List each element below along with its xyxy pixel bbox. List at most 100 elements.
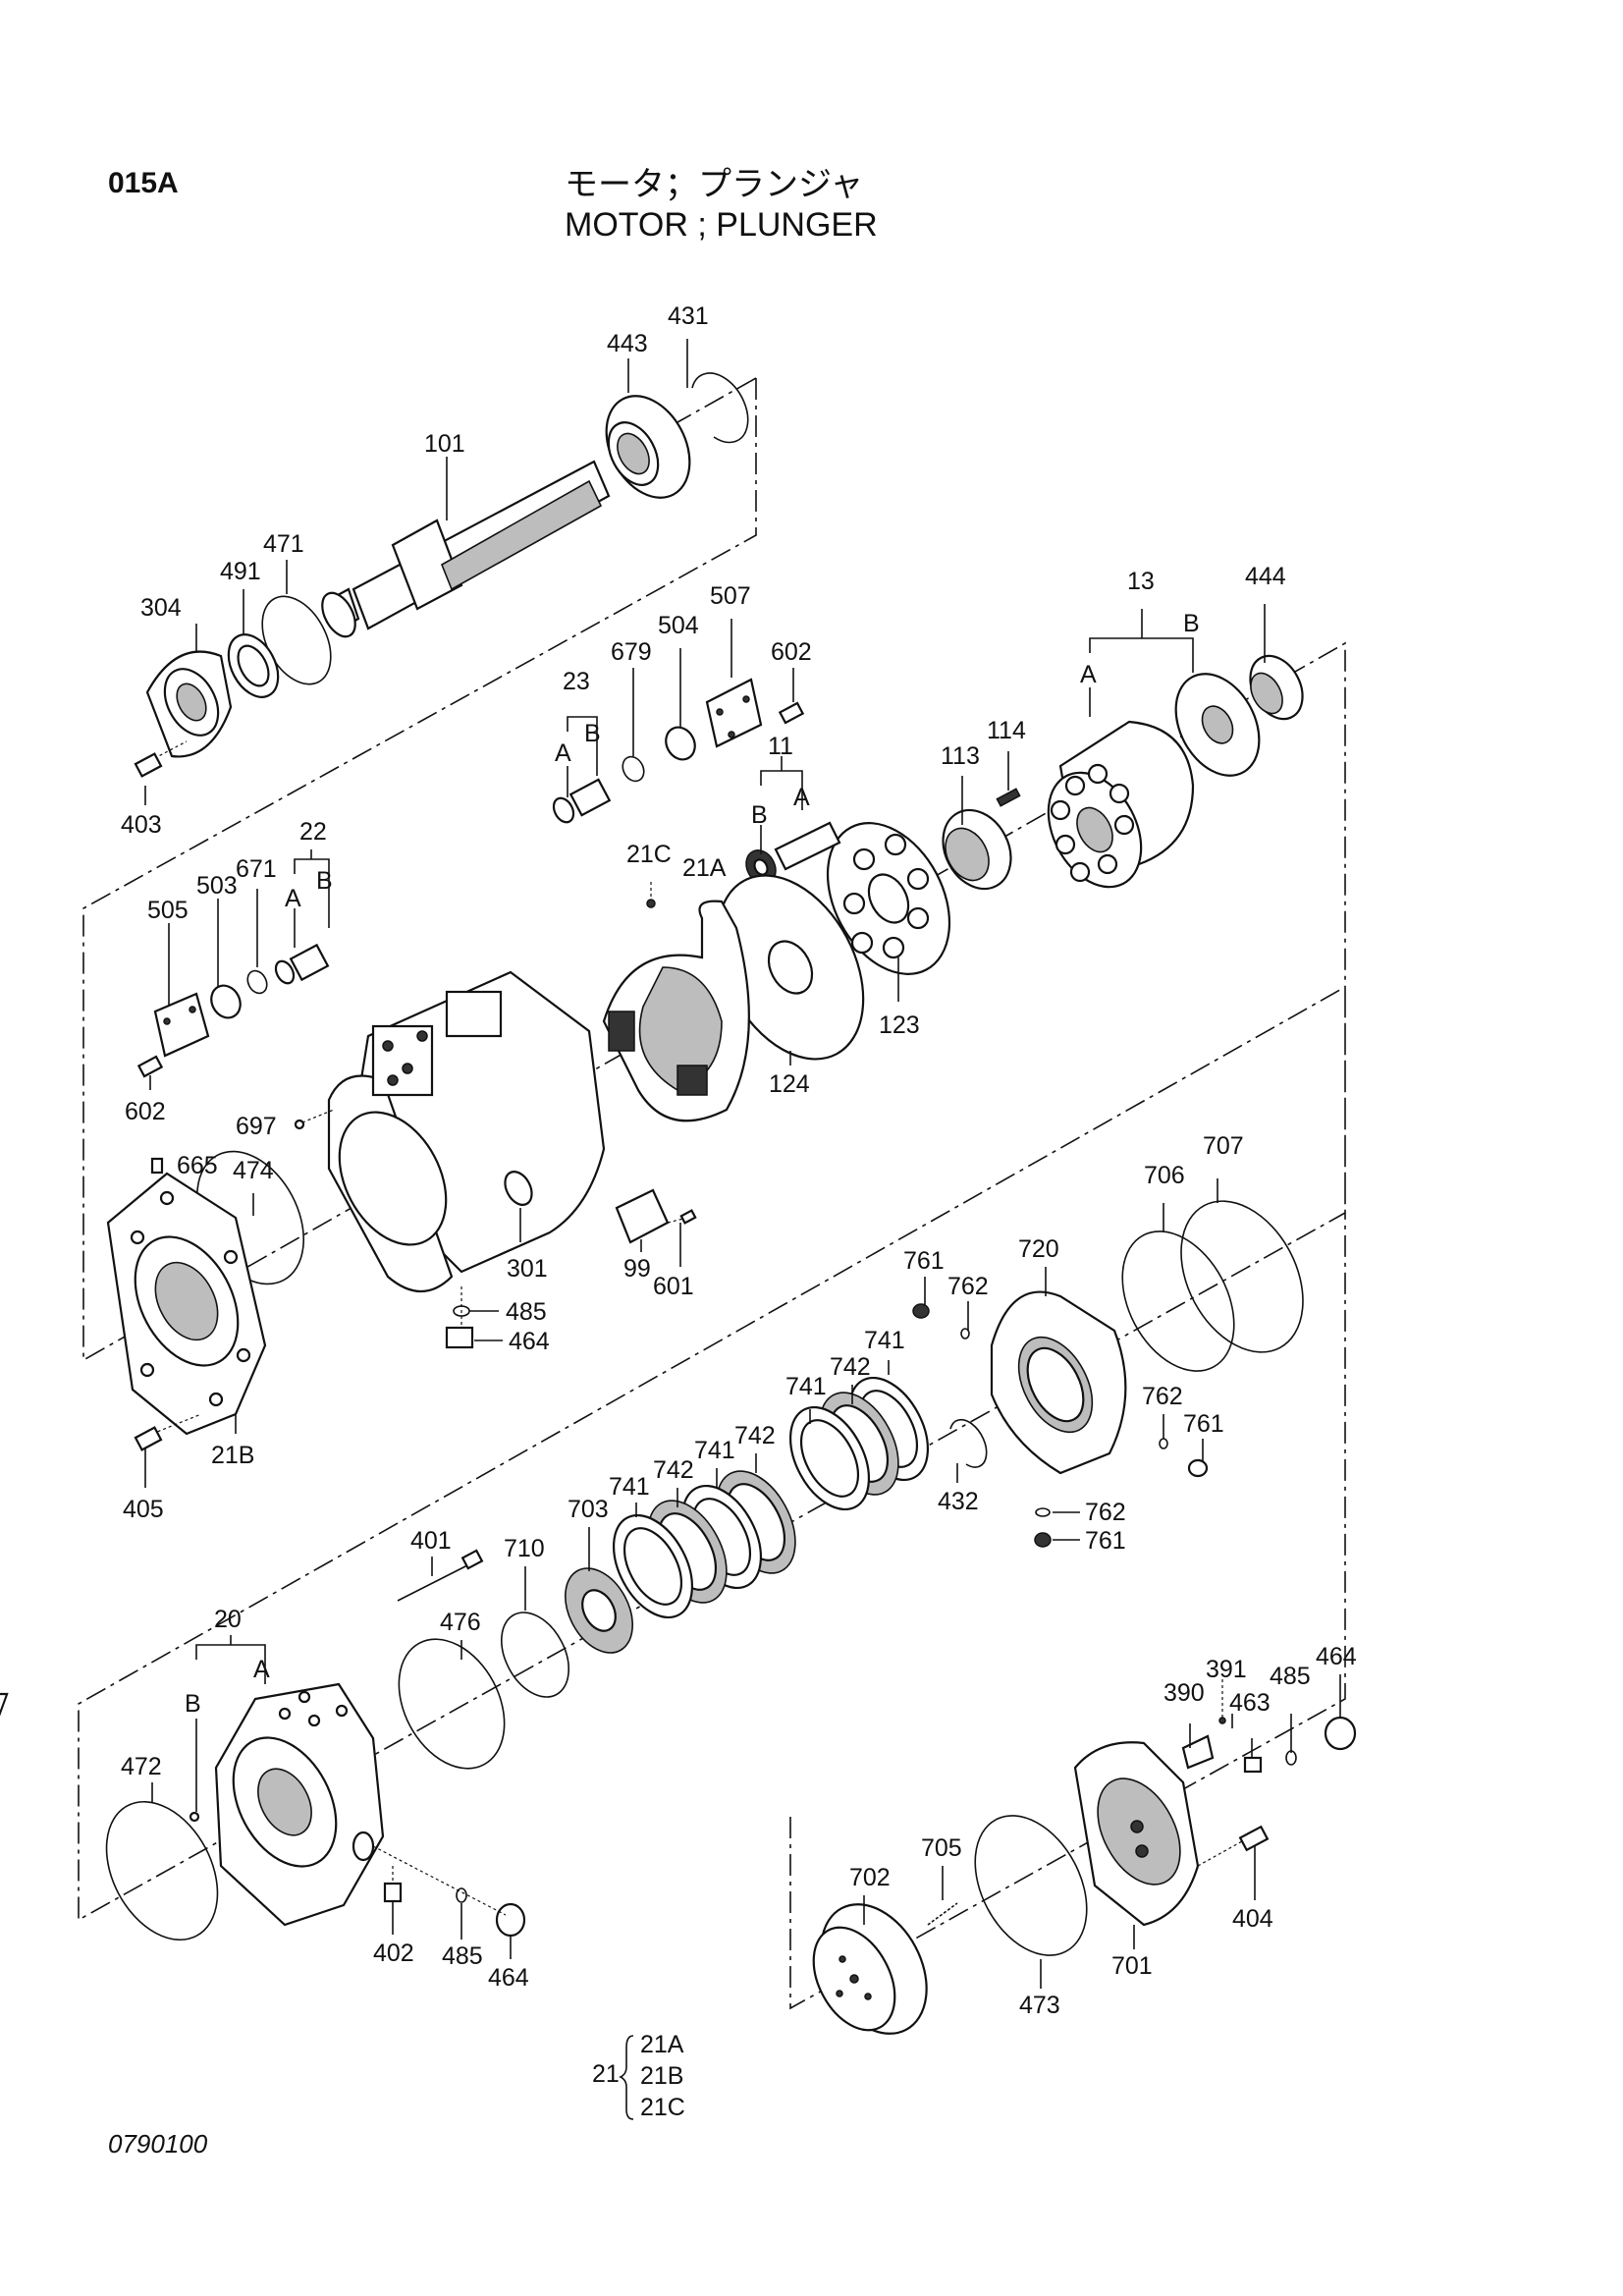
callout-491: 491 (220, 558, 261, 585)
callout-485-lower: 485 (442, 1942, 483, 1970)
lower-right-group (812, 1679, 1357, 2035)
callout-404: 404 (1232, 1905, 1273, 1933)
callout-20: 20 (214, 1606, 242, 1633)
callout-13-B: B (1183, 610, 1200, 637)
callout-11-A: A (793, 784, 810, 811)
callout-114: 114 (987, 717, 1026, 744)
part-485-ring-lower (456, 1887, 467, 1903)
part-476-o-ring (398, 1638, 506, 1770)
callout-444: 444 (1245, 563, 1286, 590)
callout-22-B: B (316, 867, 333, 895)
part-464-plug-lower (495, 1902, 526, 1938)
part-507-cover (705, 678, 763, 748)
drain-plug-lower (445, 1286, 474, 1349)
callout-703: 703 (568, 1496, 609, 1523)
callout-762-right: 762 (1142, 1383, 1183, 1410)
callout-464-lower: 464 (488, 1964, 529, 1992)
callout-505: 505 (147, 897, 189, 924)
callout-485-mid: 485 (506, 1298, 547, 1326)
callout-761-bottom: 761 (1085, 1527, 1126, 1555)
callout-23-B: B (584, 720, 601, 747)
part-301-casing (294, 970, 606, 1292)
part-403-bolt (134, 740, 188, 778)
leader-lines (144, 339, 1341, 1989)
title-japanese: モータ；プランジャ (565, 166, 864, 203)
callout-464-mid: 464 (509, 1328, 550, 1355)
callout-473: 473 (1019, 1992, 1060, 2019)
callout-602-top: 602 (771, 638, 812, 666)
callout-702: 702 (849, 1864, 891, 1891)
callout-741-c: 741 (785, 1373, 827, 1400)
part-432-snap-ring (949, 1418, 988, 1468)
title-english: MOTOR ; PLUNGER (565, 206, 878, 244)
legend-parent: 21 (592, 2060, 620, 2088)
callout-21C: 21C (626, 841, 672, 868)
callout-485-right: 485 (1270, 1663, 1311, 1690)
part-23-valve (552, 778, 612, 824)
part-665-plug (150, 1157, 164, 1175)
callout-742-c: 742 (830, 1353, 871, 1381)
callout-403: 403 (121, 811, 162, 839)
callout-471: 471 (263, 530, 304, 558)
callout-707: 707 (1203, 1132, 1244, 1160)
callout-464-right: 464 (1316, 1643, 1357, 1670)
callout-742-a: 742 (653, 1456, 694, 1484)
callout-405: 405 (123, 1496, 164, 1523)
callout-13: 13 (1127, 568, 1155, 595)
callout-301: 301 (507, 1255, 548, 1283)
part-99-valve (615, 1188, 697, 1244)
part-124-swash-plate (716, 874, 865, 1061)
part-431-snap-ring (691, 372, 749, 444)
part-505-cover (153, 992, 210, 1058)
part-602-bolt-left (136, 1055, 164, 1078)
callout-443: 443 (607, 330, 648, 357)
page-code: 015A (108, 167, 179, 199)
part-503-plug (210, 984, 242, 1019)
callout-11: 11 (768, 733, 793, 760)
callout-741-d: 741 (864, 1327, 905, 1354)
part-20-head (0, 1682, 385, 1927)
part-707-o-ring (1180, 1200, 1304, 1353)
legend-21: 21 21A 21B 21C (592, 2031, 685, 2121)
callout-602-left: 602 (125, 1098, 166, 1125)
part-720-brake-piston (990, 1290, 1127, 1475)
part-697-plug (294, 1119, 305, 1130)
callout-20-A: A (253, 1656, 270, 1683)
callout-706: 706 (1144, 1162, 1185, 1189)
callout-762-bottom: 762 (1085, 1499, 1126, 1526)
callout-22-A: A (285, 885, 301, 912)
callout-123: 123 (879, 1011, 920, 1039)
part-601-bolt (679, 1209, 697, 1225)
callout-22: 22 (299, 818, 327, 846)
part-761-nut-a (912, 1303, 930, 1319)
part-404-bolt (1197, 1825, 1270, 1867)
brake-group (565, 1200, 1304, 1654)
callout-741-a: 741 (609, 1473, 650, 1501)
part-703-gear (565, 1567, 633, 1654)
legend-child-21C: 21C (640, 2094, 685, 2121)
callout-432: 432 (938, 1488, 979, 1515)
callout-476: 476 (440, 1609, 481, 1636)
part-706-o-ring (1121, 1230, 1235, 1372)
callout-665: 665 (177, 1152, 218, 1179)
part-21A-support (602, 882, 750, 1122)
callout-504: 504 (658, 612, 699, 639)
callout-742-b: 742 (734, 1422, 776, 1449)
callout-710: 710 (504, 1535, 545, 1562)
part-22-valve (274, 943, 330, 985)
part-679-o-ring (622, 755, 645, 783)
part-405-bolt (134, 1413, 202, 1451)
callout-503: 503 (196, 872, 238, 900)
callout-23-A: A (555, 739, 571, 767)
part-11-piston (745, 821, 841, 885)
callout-11-B: B (751, 801, 768, 829)
callout-761-right: 761 (1183, 1410, 1224, 1438)
callout-472: 472 (121, 1753, 162, 1780)
callout-304: 304 (140, 594, 182, 622)
part-702-piston (812, 1903, 928, 2035)
part-390-plate (1181, 1734, 1215, 1770)
callout-601: 601 (653, 1273, 694, 1300)
callout-labels: 431 443 101 471 491 304 403 507 504 679 … (121, 302, 1357, 2019)
callout-23: 23 (563, 668, 590, 695)
